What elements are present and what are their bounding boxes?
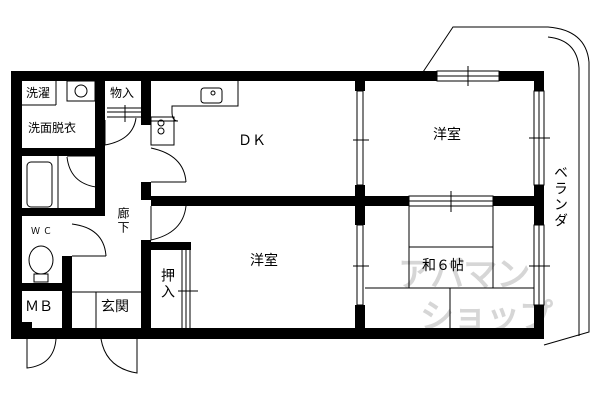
room-label-closet: 押入 bbox=[159, 268, 175, 300]
room-label-meter-box: ＭＢ bbox=[25, 299, 53, 315]
room-label-japanese-room: 和６帖 bbox=[422, 258, 464, 274]
room-label-veranda: ベランダ bbox=[552, 165, 568, 229]
exterior-walls bbox=[11, 71, 544, 339]
room-label-washroom: 洗面脱衣 bbox=[28, 121, 77, 135]
watermark-line1: アパマン bbox=[398, 255, 530, 295]
room-label-storage: 物入 bbox=[110, 86, 135, 100]
room-label-western-room-1: 洋室 bbox=[433, 127, 461, 143]
room-label-toilet: ＷＣ bbox=[31, 227, 56, 237]
veranda-outline bbox=[422, 26, 590, 346]
windows bbox=[353, 66, 550, 306]
room-label-western-room-2: 洋室 bbox=[250, 253, 278, 269]
interior-walls bbox=[22, 81, 534, 328]
room-label-hallway: 廊下 bbox=[116, 207, 130, 235]
fixtures bbox=[22, 80, 534, 374]
room-label-laundry: 洗濯 bbox=[26, 86, 51, 100]
room-label-dk: ＤＫ bbox=[238, 133, 266, 149]
room-label-entrance: 玄関 bbox=[101, 299, 129, 315]
